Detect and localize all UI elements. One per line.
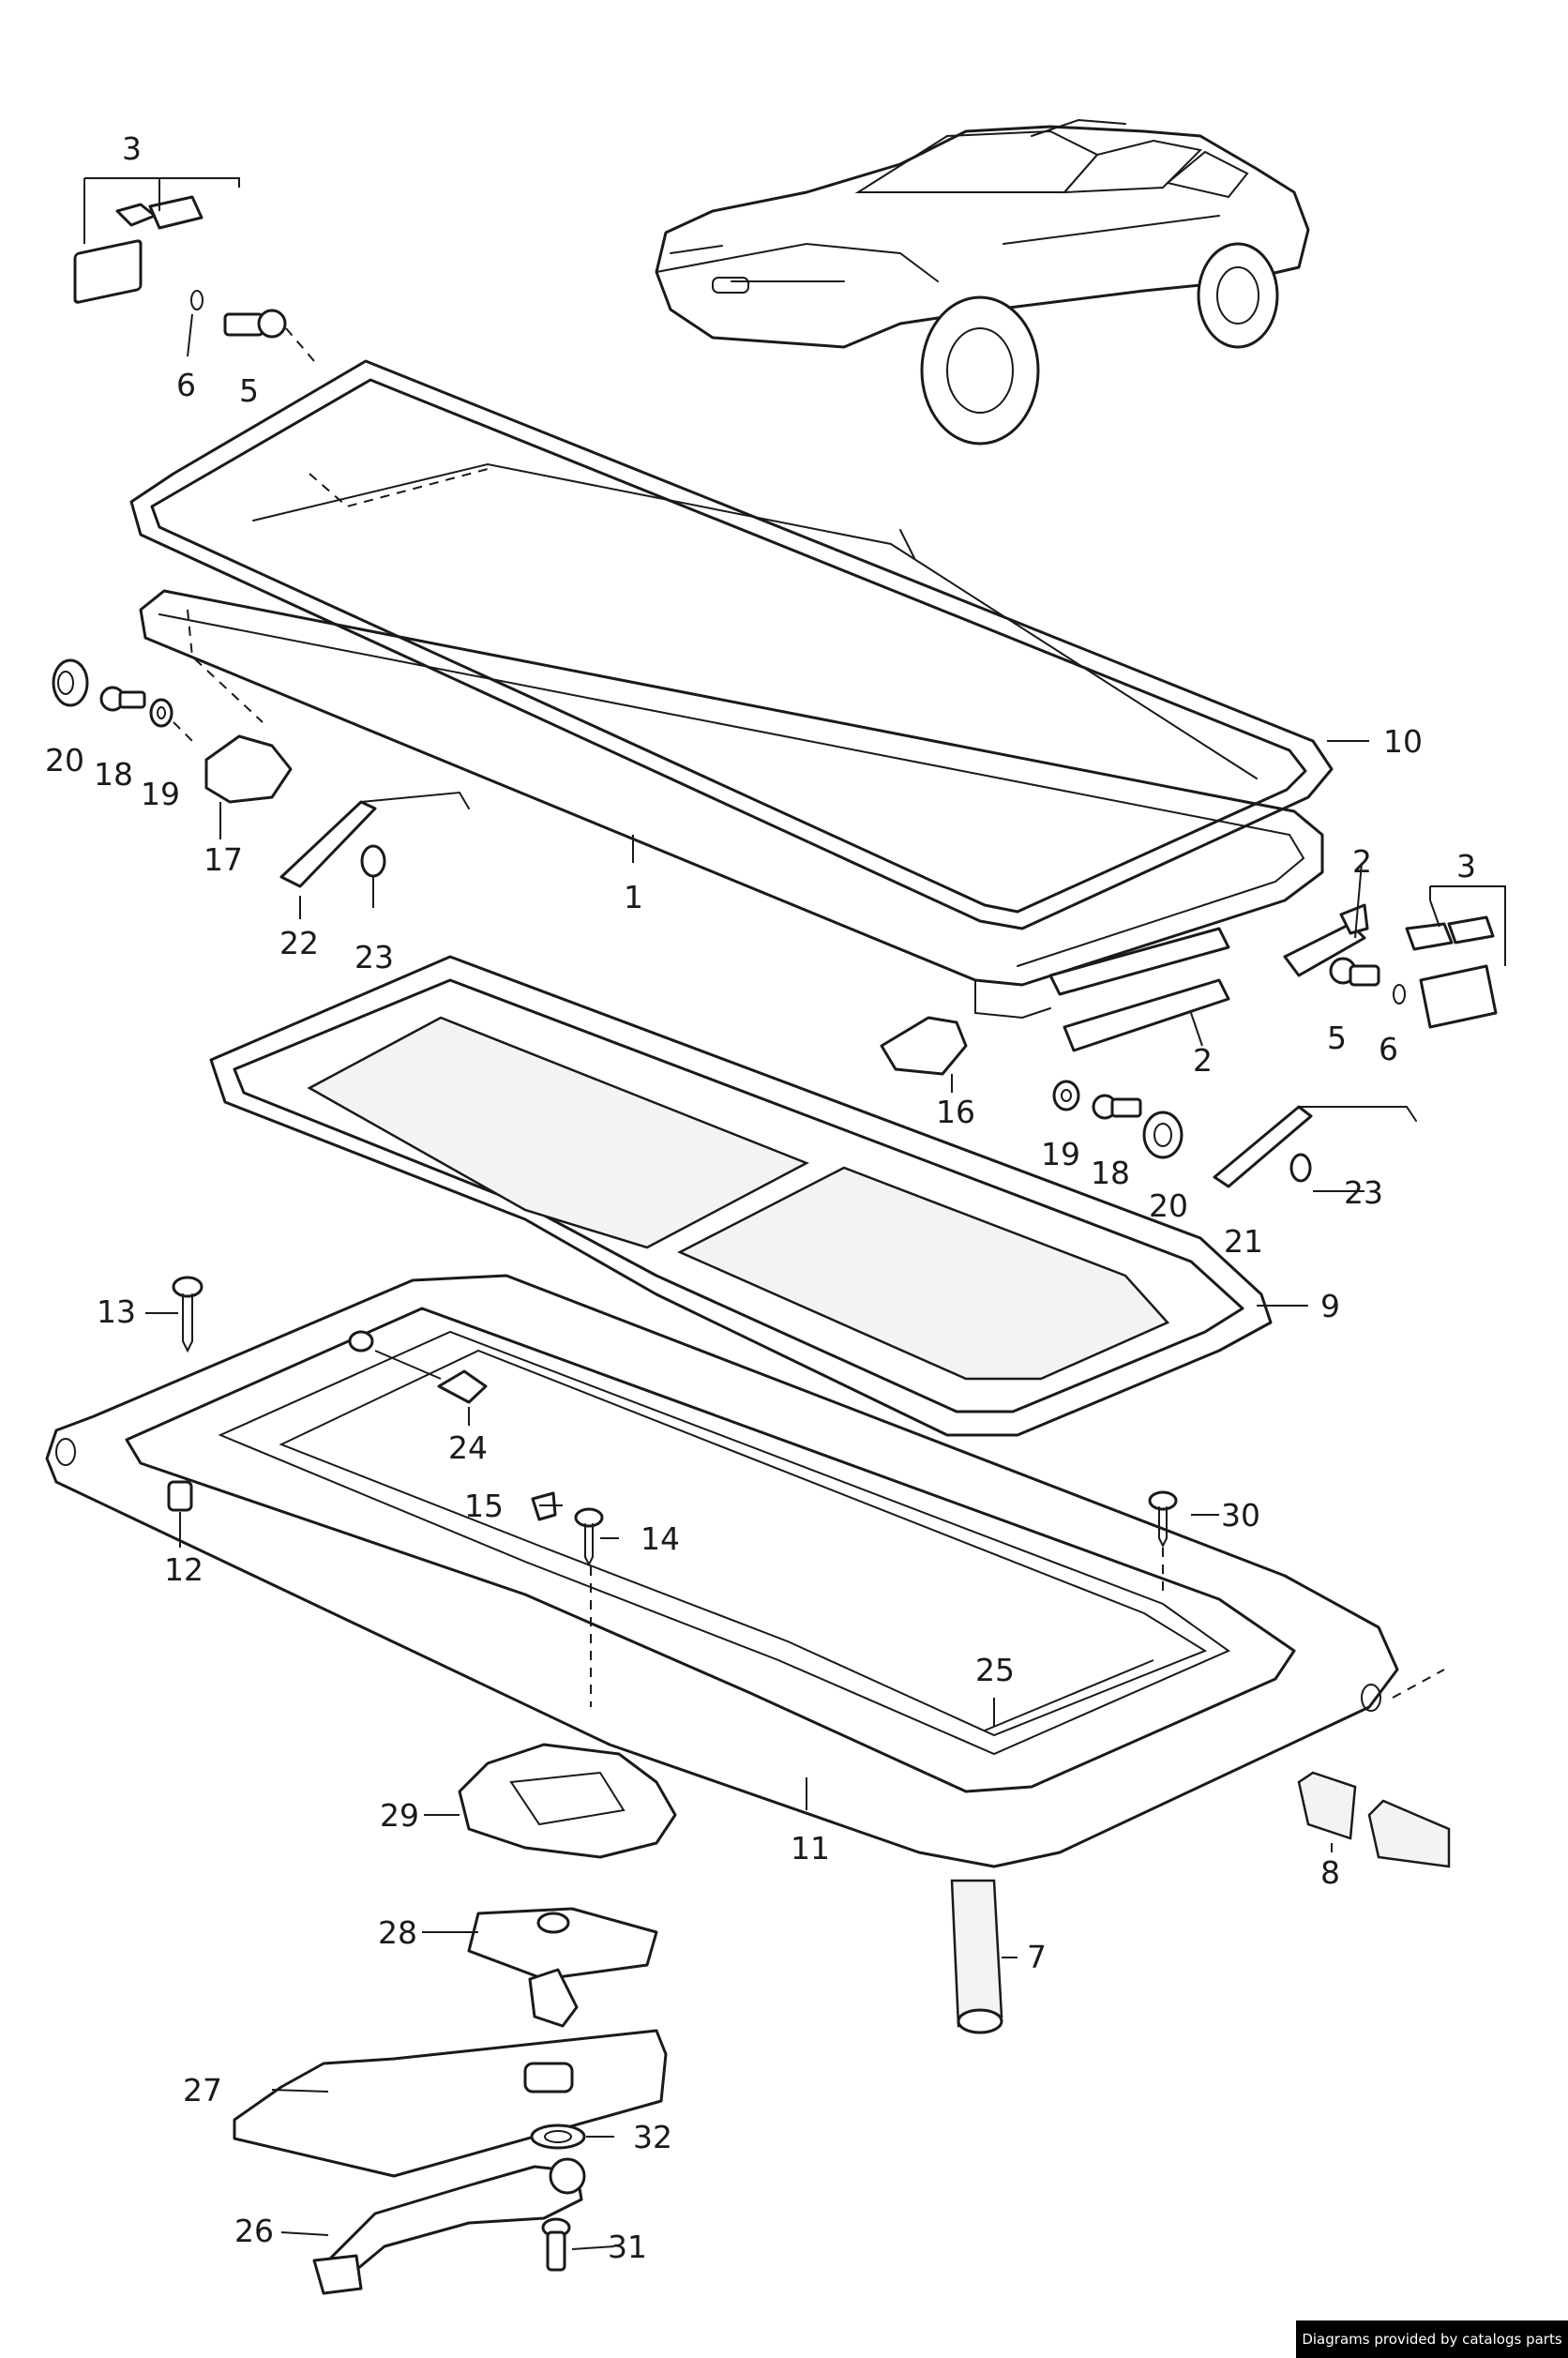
label-6-right: 6	[1379, 1031, 1398, 1067]
callout-leaders	[145, 740, 1369, 2250]
label-20-left: 20	[45, 742, 84, 778]
label-10: 10	[1383, 723, 1423, 760]
part-1-sunroof-panel	[139, 589, 1324, 1020]
part-23-rivet-right	[1289, 1153, 1312, 1183]
label-3-right: 3	[1456, 848, 1476, 884]
part-3-bracket-right	[1405, 885, 1506, 1029]
part-29-mount-plate	[458, 1743, 677, 1859]
part-18-screw-left	[99, 686, 146, 712]
label-6-left: 6	[176, 367, 196, 403]
label-3-left: 3	[122, 130, 142, 167]
part-7-roller	[950, 1879, 1003, 2034]
label-13: 13	[97, 1293, 136, 1330]
label-12: 12	[164, 1551, 204, 1588]
part-27-cover	[233, 2029, 668, 2178]
label-23-right: 23	[1344, 1174, 1383, 1211]
label-5-right: 5	[1327, 1020, 1347, 1056]
car-illustration	[655, 118, 1310, 446]
part-23-rivet-left	[360, 844, 386, 908]
label-18-left: 18	[94, 756, 133, 793]
part-26-crank-handle	[312, 2157, 586, 2295]
label-5-left: 5	[239, 372, 259, 409]
part-28-crank-gear	[467, 1907, 658, 2028]
label-15: 15	[464, 1488, 504, 1524]
part-24-clip	[348, 1330, 488, 1426]
label-24: 24	[448, 1429, 488, 1466]
attribution-footer: Diagrams provided by catalogs parts	[1296, 2320, 1568, 2358]
label-21: 21	[1224, 1223, 1263, 1260]
part-14-screw	[574, 1507, 604, 1707]
part-8-rollers	[1297, 1771, 1451, 1868]
part-9-trim-panel	[209, 955, 1273, 1437]
part-21-cable-bracket-right	[1213, 1105, 1417, 1188]
part-5-bolt-left	[223, 309, 315, 362]
label-8: 8	[1320, 1854, 1340, 1891]
label-30: 30	[1221, 1497, 1260, 1534]
label-19-left: 19	[141, 776, 180, 812]
label-22: 22	[279, 925, 319, 961]
part-5-bolt-right	[1329, 957, 1380, 987]
part-6-clip-right	[1393, 984, 1406, 1005]
part-16-guide-right	[880, 1016, 968, 1093]
attribution-text: Diagrams provided by catalogs parts	[1302, 2331, 1562, 2348]
label-19-right: 19	[1041, 1136, 1080, 1172]
part-20-cap-left	[52, 658, 89, 707]
label-17: 17	[204, 841, 243, 878]
label-9: 9	[1320, 1288, 1340, 1324]
label-26: 26	[234, 2213, 274, 2249]
label-2-lower: 2	[1193, 1042, 1213, 1079]
callout-labels: 1 2 2 3 3 5 5 6 6 7 8 9 10 11 12 13 14 1…	[45, 130, 1476, 2265]
part-3-bracket-left	[73, 177, 240, 304]
label-25: 25	[975, 1652, 1015, 1688]
label-27: 27	[183, 2072, 222, 2109]
part-13-screw	[172, 1276, 204, 1353]
part-32-washer	[530, 2124, 586, 2150]
label-7: 7	[1027, 1939, 1047, 1975]
label-1: 1	[624, 879, 643, 915]
label-31: 31	[608, 2229, 647, 2265]
part-12-grommet	[167, 1480, 193, 1548]
part-18-screw-right	[1092, 1094, 1142, 1120]
label-2-upper: 2	[1352, 843, 1372, 880]
label-20-right: 20	[1149, 1187, 1188, 1224]
part-19-washer-left	[149, 698, 193, 742]
part-20-cap-right	[1142, 1111, 1184, 1159]
label-14: 14	[641, 1520, 680, 1557]
label-28: 28	[378, 1914, 417, 1951]
part-17-guide-left	[204, 734, 293, 839]
label-18-right: 18	[1091, 1155, 1130, 1191]
label-11: 11	[791, 1830, 830, 1867]
part-11-frame	[45, 1274, 1445, 1868]
part-10-seal-frame	[129, 359, 1334, 930]
part-30-screw	[1148, 1490, 1178, 1595]
part-2-slider	[1063, 903, 1369, 1052]
label-29: 29	[380, 1797, 419, 1834]
part-6-clip-left	[187, 290, 204, 357]
part-22-cable-bracket-left	[279, 791, 470, 919]
label-32: 32	[633, 2119, 672, 2155]
part-31-screw	[541, 2217, 571, 2272]
label-16: 16	[936, 1094, 975, 1130]
label-23-left: 23	[354, 939, 394, 975]
part-25-cable	[984, 1659, 1154, 1731]
part-19-washer-right	[1052, 1080, 1080, 1111]
